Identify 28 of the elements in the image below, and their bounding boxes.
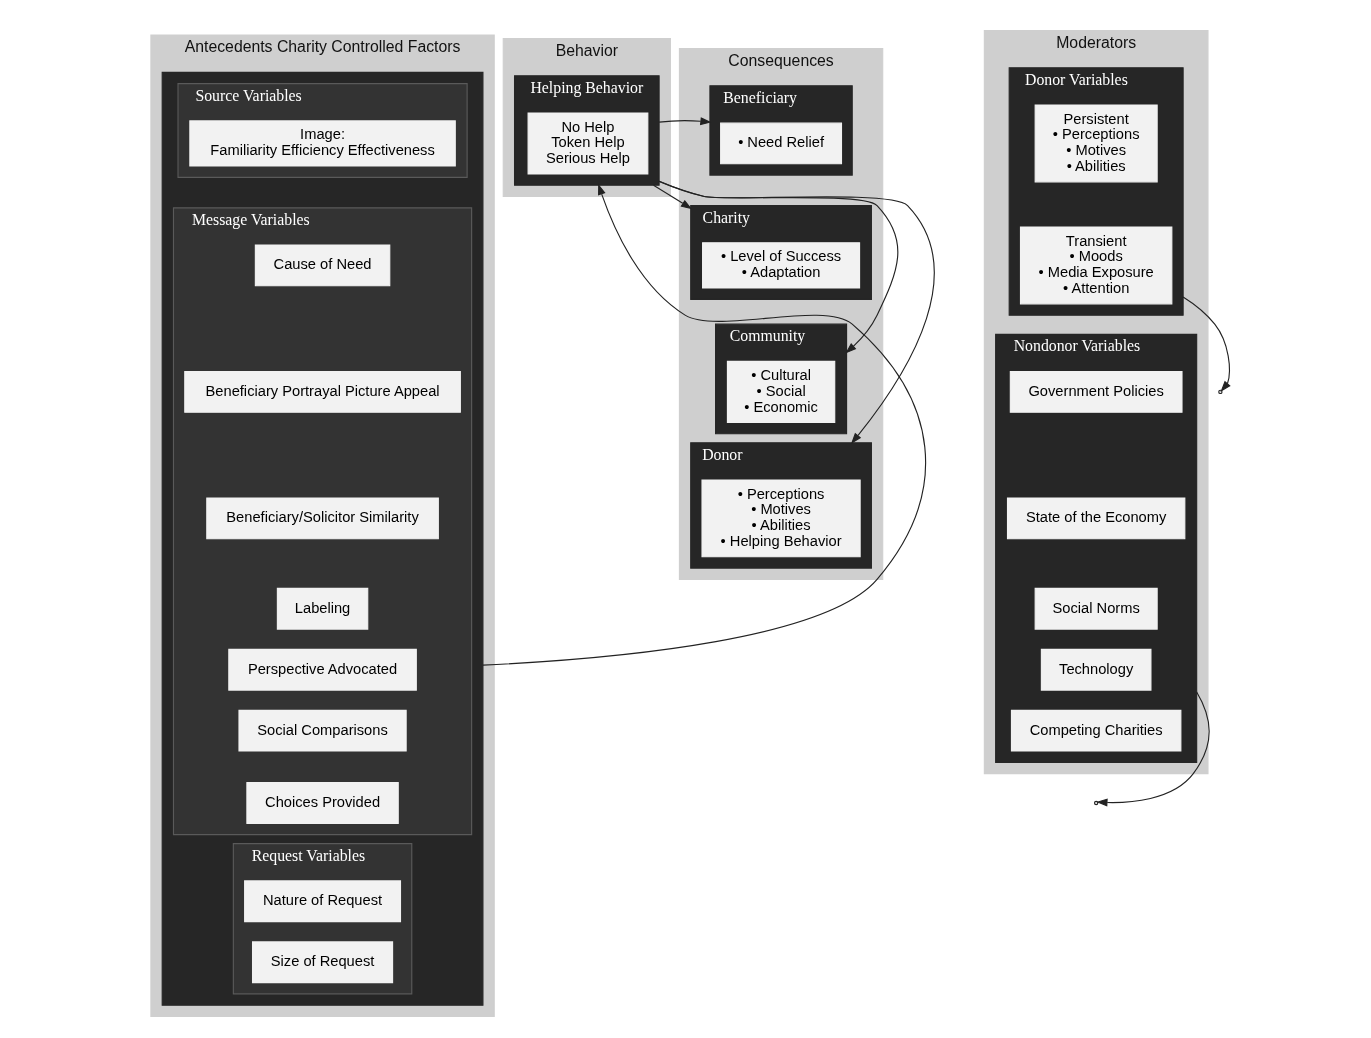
arrow bbox=[652, 184, 692, 209]
node-box: Beneficiary/Solicitor Similarity bbox=[205, 497, 439, 539]
node-box: State of the Economy bbox=[1006, 497, 1185, 539]
node-box: Government Policies bbox=[1009, 370, 1183, 413]
arrow bbox=[481, 183, 926, 666]
node-box: Nature of Request bbox=[243, 879, 401, 922]
node-box: Beneficiary Portrayal Picture Appeal bbox=[183, 370, 461, 413]
arrow bbox=[658, 180, 935, 444]
node-box: Labeling bbox=[276, 587, 368, 630]
node-box: Transient • Moods • Media Exposure • Attention bbox=[1019, 225, 1172, 304]
arrow bbox=[658, 116, 712, 125]
arrow bbox=[1182, 295, 1231, 392]
node-box: Persistent • Perceptions • Motives • Abilities bbox=[1034, 104, 1158, 182]
node-box: Image: Familiarity Efficiency Effectiveness bbox=[188, 119, 456, 167]
arrow bbox=[1095, 690, 1210, 806]
node-box: • Level of Success • Adaptation bbox=[701, 241, 860, 289]
node-box: Cause of Need bbox=[254, 244, 390, 286]
node-box: Size of Request bbox=[251, 940, 393, 983]
node-box: Perspective Advocated bbox=[227, 648, 417, 691]
node-box: Competing Charities bbox=[1010, 709, 1181, 752]
node-box: Choices Provided bbox=[245, 781, 399, 824]
node-box: Social Comparisons bbox=[237, 709, 407, 752]
node-box: Social Norms bbox=[1034, 587, 1158, 630]
node-box: • Need Relief bbox=[719, 122, 842, 164]
node-box: No Help Token Help Serious Help bbox=[527, 111, 648, 175]
node-box: Technology bbox=[1040, 648, 1151, 691]
node-box: • Cultural • Social • Economic bbox=[726, 360, 835, 423]
node-box: • Perceptions • Motives • Abilities • Helping Behavior bbox=[700, 478, 861, 557]
